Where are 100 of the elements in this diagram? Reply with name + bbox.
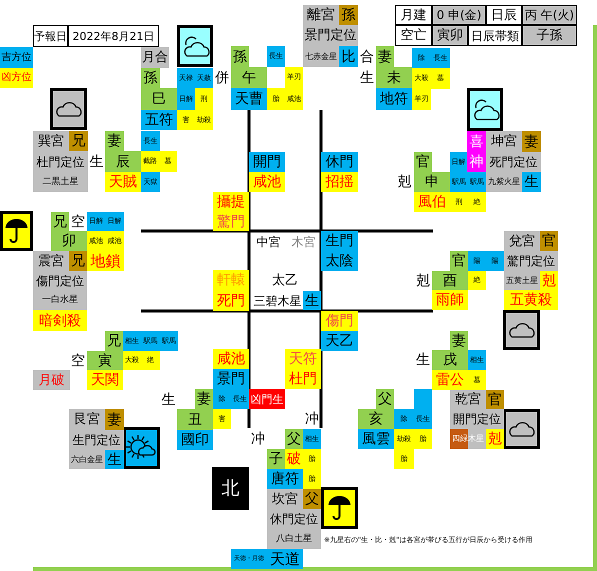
table-cell: 孫 [339,5,358,25]
table-cell: 杜門定位 [33,151,88,172]
table-cell: 生門定位 [69,430,124,450]
chart-text: 中宮 [256,234,282,251]
chart-text: 生 [415,351,431,370]
table-cell: 地符 [376,88,412,110]
table-cell: 景門 [213,369,249,389]
chart-text: 空 [70,352,86,370]
header-cell: 日辰 [486,5,522,25]
table-cell: 生 [522,172,541,192]
header-cell: 子孫 [522,25,577,46]
table-cell: 風雲 [358,429,394,449]
chart-text: 太乙 [271,272,299,290]
table-cell: 妻 [105,409,124,430]
header-cell: 2022年8月21日 [68,25,159,47]
table-cell: 六白金星 [69,450,105,469]
table-cell: 妻 [195,389,213,409]
chart-text: 併 [214,68,230,88]
table-cell: 妻 [450,331,468,350]
chart-text: 生 [359,68,375,88]
table-cell: 喜 [467,131,486,152]
chart-text: 木宮 [290,234,316,251]
table-cell: 咸池 [213,349,249,369]
table-cell: 妻 [105,131,124,151]
table-cell: 杜門 [285,369,321,389]
table-cell: 生 [303,291,321,310]
table-cell: 官 [540,231,558,251]
table-cell: 天関 [87,370,123,390]
table-cell: 攝提 [213,192,249,212]
table-cell: 父 [303,489,321,509]
header-cell: 0 申(金) [432,5,486,25]
table-cell: 剋 [486,429,504,449]
chart-text: 冲 [250,430,266,449]
table-cell: 二黒土星 [33,172,88,192]
table-cell: 辰 [105,151,141,172]
chart-text: 冲 [304,410,320,429]
header-cell: 予報日 [33,25,68,47]
table-cell: 生 [105,450,124,469]
header-cell: 丙 午(火) [522,5,577,25]
table-cell: 卯 [51,231,87,251]
table-cell: 月破 [33,370,70,390]
table-cell: 天乙 [321,331,358,351]
table-cell: 暗剣殺 [33,310,87,331]
table-cell: 父 [285,429,303,449]
header-cell: 月建 [395,5,432,25]
table-cell: 五符 [141,110,177,130]
table-cell: 四緑木星 [450,429,486,449]
chart-text: 生 [160,391,176,410]
table-cell: 驚門 [213,212,249,231]
table-cell: 死門定位 [486,152,541,172]
chart-text: 合 [359,48,375,66]
table-cell: 兄 [69,131,88,151]
table-cell: 未 [376,67,412,88]
table-cell: 天曹 [231,88,267,110]
table-cell: 官 [450,251,468,271]
table-cell: 風伯 [414,192,450,212]
table-cell: 咸池 [249,172,285,192]
table-cell: 五黄殺 [504,290,558,310]
table-cell: 妻 [376,46,394,67]
table-cell: 官 [414,152,432,172]
table-cell: 休門 [321,152,358,172]
table-cell: 酉 [432,271,468,290]
table-cell: 孫 [141,68,160,88]
table-cell: 丑 [177,409,213,430]
table-cell: 開門定位 [450,409,504,429]
table-cell: 兄 [51,212,69,231]
table-cell: 父 [376,389,394,409]
table-cell: 破 [285,449,303,469]
table-cell: 天符 [285,349,321,369]
table-cell: 比 [339,46,358,67]
chart-text: 剋 [396,173,412,192]
table-cell: 申 [414,172,450,192]
table-cell: 七赤金星 [303,46,339,67]
table-cell: 剋 [540,271,558,290]
table-cell: 戌 [432,350,468,370]
table-cell: 傷門 [321,311,358,331]
table-cell: 唐符 [267,469,303,489]
header-cell: 日辰帯類 [468,25,522,46]
header-cell: 空亡 [395,25,432,46]
table-cell: 孫 [231,46,249,67]
table-cell: 艮宮 [69,409,105,430]
table-cell: 吉方位 [0,47,33,68]
table-cell: 寅 [87,351,123,370]
table-cell: 亥 [358,409,394,429]
table-cell: 軒轅 [213,270,249,290]
table-cell: 神 [467,152,486,172]
table-cell: 生門 [321,231,358,251]
table-cell: 兌宮 [504,231,540,251]
table-cell: 凶門生 [249,389,285,409]
table-cell: 兄 [105,331,123,351]
table-cell: 驚門定位 [504,251,558,271]
table-cell: 巳 [141,88,177,110]
table-cell: 巽宮 [33,131,69,151]
table-cell: 天道 [267,549,303,569]
table-cell: 月合 [141,47,169,68]
table-cell: 乾宮 [450,390,486,409]
table-cell: 午 [231,67,267,88]
table-cell: 五黄土星 [504,271,540,290]
table-cell: 天賊 [105,172,141,192]
header-cell: 寅卯 [432,25,468,46]
